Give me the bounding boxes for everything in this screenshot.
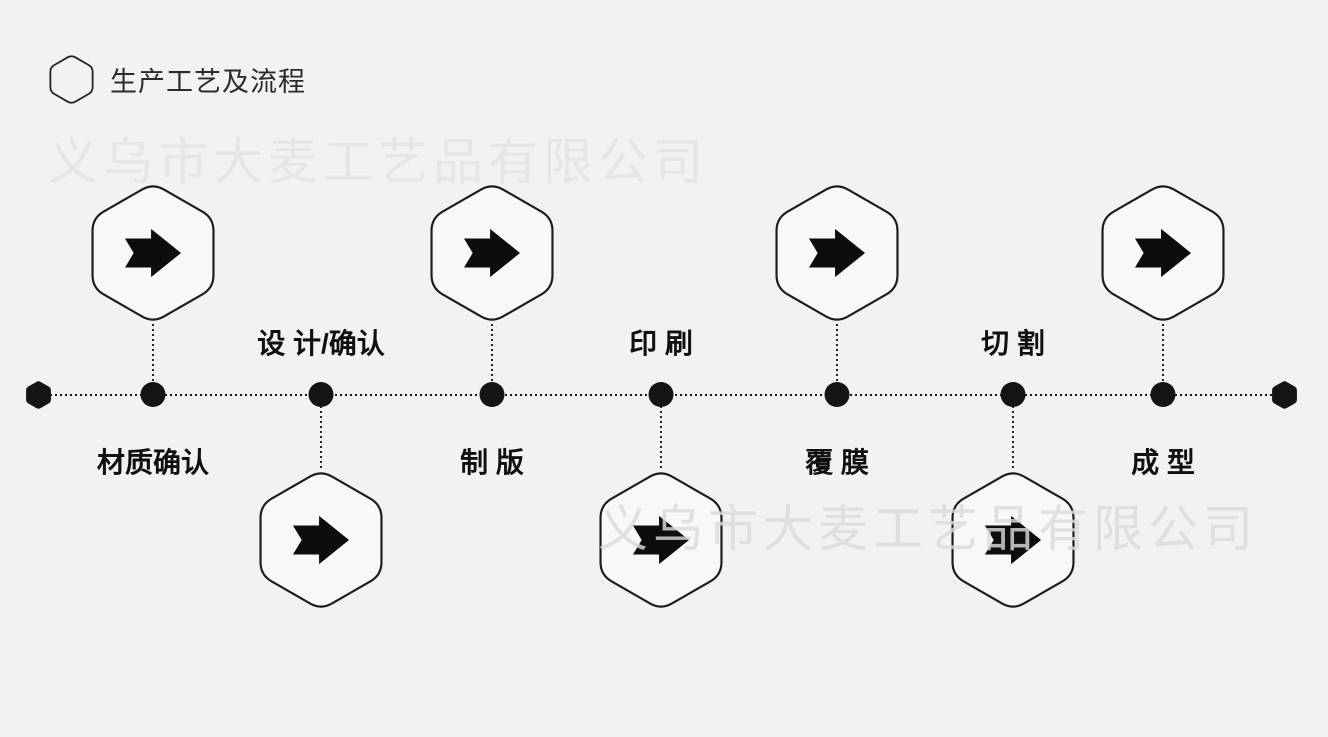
timeline-start-hexagon	[26, 381, 51, 409]
timeline-node-dot	[1150, 382, 1176, 407]
arrow-right-icon	[632, 515, 690, 565]
arrow-right-icon	[1134, 228, 1192, 278]
step-label: 印 刷	[629, 328, 693, 359]
arrow-right-icon	[808, 228, 866, 278]
step-hexagon	[1099, 180, 1227, 326]
step-hexagon	[89, 180, 217, 326]
arrow-right-icon	[292, 515, 350, 565]
hexagon-outline-icon	[49, 55, 94, 104]
step-hexagon	[773, 180, 901, 326]
slide-header: 生产工艺及流程	[48, 54, 306, 105]
timeline-node-dot	[140, 382, 166, 407]
step-label: 覆 膜	[805, 447, 869, 478]
step-hexagon	[257, 467, 385, 613]
step-label: 制 版	[460, 447, 524, 478]
timeline-end-hexagon	[1272, 381, 1297, 409]
timeline-node-dot	[824, 382, 850, 407]
timeline-node-dot	[1000, 382, 1026, 407]
step-label: 设 计/确认	[257, 328, 385, 359]
step-label: 成 型	[1131, 447, 1195, 478]
connector-dotted-line	[491, 324, 493, 384]
connector-dotted-line	[152, 324, 154, 384]
timeline-node-dot	[648, 382, 674, 407]
arrow-right-icon	[124, 228, 182, 278]
arrow-right-icon	[984, 515, 1042, 565]
step-label: 切 割	[981, 328, 1045, 359]
step-hexagon	[597, 467, 725, 613]
connector-dotted-line	[660, 406, 662, 469]
step-label: 材质确认	[96, 447, 210, 478]
step-hexagon	[428, 180, 556, 326]
timeline-node-dot	[479, 382, 505, 407]
connector-dotted-line	[320, 406, 322, 469]
page-title: 生产工艺及流程	[110, 67, 306, 97]
connector-dotted-line	[1162, 324, 1164, 384]
arrow-right-icon	[463, 228, 521, 278]
step-hexagon	[949, 467, 1077, 613]
timeline-node-dot	[308, 382, 334, 407]
connector-dotted-line	[836, 324, 838, 384]
connector-dotted-line	[1012, 406, 1014, 469]
